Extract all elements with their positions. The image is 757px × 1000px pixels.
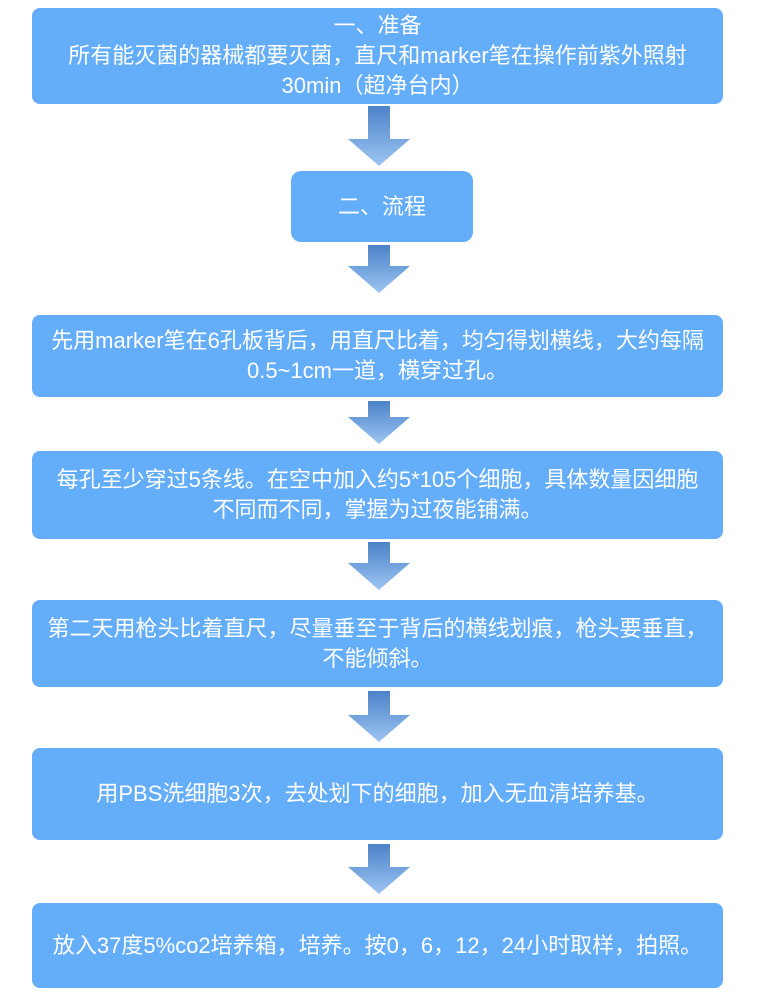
step-text-line: 不能倾斜。: [322, 645, 433, 671]
step-text-line: 每孔至少穿过5条线。在空中加入约5*105个细胞，具体数量因细胞: [56, 467, 699, 492]
flow-step-incubate-photograph: 放入37度5%co2培养箱，培养。按0，6，12，24小时取样，拍照。: [32, 903, 723, 988]
flow-step-process-title: 二、流程: [291, 171, 473, 242]
down-arrow-icon: [348, 401, 410, 444]
down-arrow-icon: [348, 542, 410, 590]
down-arrow-icon: [348, 844, 410, 894]
step-title: 一、准备: [333, 13, 422, 38]
step-title: 二、流程: [337, 193, 426, 219]
flow-step-preparation: 一、准备 所有能灭菌的器械都要灭菌，直尺和marker笔在操作前紫外照射 30m…: [32, 8, 723, 104]
step-text-line: 第二天用枪头比着直尺，尽量垂至于背后的横线划痕，枪头要垂直，: [47, 615, 708, 641]
step-text-line: 不同而不同，掌握为过夜能铺满。: [212, 497, 543, 522]
step-text-line: 0.5~1cm一道，横穿过孔。: [247, 358, 508, 383]
step-text-line: 用PBS洗细胞3次，去处划下的细胞，加入无血清培养基。: [96, 781, 659, 806]
step-text-line: 先用marker笔在6孔板背后，用直尺比着，均匀得划横线，大约每隔: [51, 328, 704, 353]
down-arrow-icon: [348, 691, 410, 742]
down-arrow-icon: [348, 245, 410, 293]
step-text-line: 30min（超净台内）: [281, 73, 474, 98]
flow-step-draw-lines: 先用marker笔在6孔板背后，用直尺比着，均匀得划横线，大约每隔 0.5~1c…: [32, 315, 723, 397]
flow-step-seed-cells: 每孔至少穿过5条线。在空中加入约5*105个细胞，具体数量因细胞 不同而不同，掌…: [32, 451, 723, 539]
flow-step-wash-pbs: 用PBS洗细胞3次，去处划下的细胞，加入无血清培养基。: [32, 748, 723, 840]
step-text-line: 所有能灭菌的器械都要灭菌，直尺和marker笔在操作前紫外照射: [68, 43, 687, 68]
step-text-line: 放入37度5%co2培养箱，培养。按0，6，12，24小时取样，拍照。: [52, 932, 703, 958]
down-arrow-icon: [348, 106, 410, 166]
flow-step-scratch: 第二天用枪头比着直尺，尽量垂至于背后的横线划痕，枪头要垂直， 不能倾斜。: [32, 600, 723, 687]
